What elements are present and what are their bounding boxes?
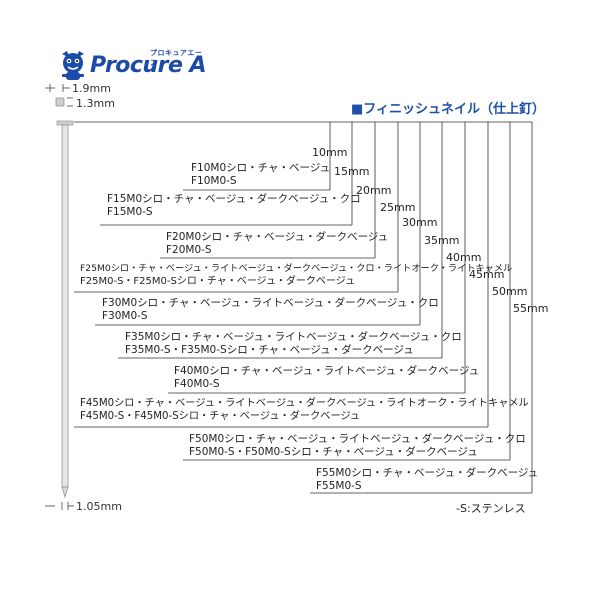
product-colors: F10M0シロ・チャ・ベージュ: [191, 162, 331, 174]
procure-a-logo: プロキュアエース Procure A: [58, 49, 208, 84]
length-label: 30mm: [402, 216, 438, 229]
product-colors: F40M0シロ・チャ・ベージュ・ライトベージュ・ダークベージュ: [174, 365, 480, 377]
product-colors: F55M0シロ・チャ・ベージュ・ダークベージュ: [316, 467, 539, 479]
tiger-mascot-icon: [62, 51, 84, 80]
length-label: 10mm: [312, 146, 348, 159]
product-f45: F45M0シロ・チャ・ベージュ・ライトベージュ・ダークベージュ・ライトオーク・ラ…: [80, 397, 529, 423]
product-code: F45M0-S・F45M0-Sシロ・チャ・ベージュ・ダークベージュ: [80, 411, 361, 422]
product-f20: F20M0シロ・チャ・ベージュ・ダークベージュ F20M0-S: [166, 231, 388, 257]
product-colors: F20M0シロ・チャ・ベージュ・ダークベージュ: [166, 231, 389, 243]
product-code: F15M0-S: [107, 206, 153, 218]
product-colors: F45M0シロ・チャ・ベージュ・ライトベージュ・ダークベージュ・ライトオーク・ラ…: [80, 398, 529, 409]
length-label: 20mm: [356, 184, 392, 197]
product-code: F35M0-S・F35M0-Sシロ・チャ・ベージュ・ダークベージュ: [125, 344, 414, 356]
product-code: F55M0-S: [316, 480, 362, 492]
product-code: F50M0-S・F50M0-Sシロ・チャ・ベージュ・ダークベージュ: [189, 446, 478, 458]
product-f40: F40M0シロ・チャ・ベージュ・ライトベージュ・ダークベージュ F40M0-S: [174, 365, 479, 391]
logo-ruby-text: プロキュアエース: [150, 49, 203, 67]
product-code: F40M0-S: [174, 378, 220, 390]
length-label: 40mm: [446, 251, 482, 264]
nail-head-detail: [55, 97, 65, 107]
length-label: 15mm: [334, 165, 370, 178]
length-label: 25mm: [380, 201, 416, 214]
product-f25: F25M0シロ・チャ・ベージュ・ライトベージュ・ダークベージュ・クロ・ライトオー…: [80, 262, 512, 288]
product-f55: F55M0シロ・チャ・ベージュ・ダークベージュ F55M0-S: [316, 467, 538, 493]
length-label: 50mm: [492, 285, 528, 298]
head-thickness-label: 1.3mm: [76, 97, 115, 110]
product-f15: F15M0シロ・チャ・ベージュ・ダークベージュ・クロ F15M0-S: [107, 193, 361, 219]
head-width-label: 1.9mm: [72, 82, 111, 95]
product-f50: F50M0シロ・チャ・ベージュ・ライトベージュ・ダークベージュ・クロ F50M0…: [189, 433, 526, 459]
product-code: F25M0-S・F25M0-Sシロ・チャ・ベージュ・ダークベージュ: [80, 276, 355, 287]
product-code: F20M0-S: [166, 244, 212, 256]
product-f10: F10M0シロ・チャ・ベージュ F10M0-S: [191, 162, 330, 188]
stainless-note: -S:ステンレス: [456, 502, 526, 515]
product-f30: F30M0シロ・チャ・ベージュ・ライトベージュ・ダークベージュ・クロ F30M0…: [102, 297, 439, 323]
product-colors: F35M0シロ・チャ・ベージュ・ライトベージュ・ダークベージュ・クロ: [125, 331, 462, 343]
product-colors: F25M0シロ・チャ・ベージュ・ライトベージュ・ダークベージュ・クロ・ライトオー…: [80, 263, 513, 274]
diagram-title: ■フィニッシュネイル（仕上釘）: [351, 102, 546, 117]
length-label: 45mm: [469, 268, 505, 281]
nail-shank: [61, 124, 69, 488]
nail-tip: [61, 486, 69, 499]
shank-diameter-label: 1.05mm: [76, 500, 122, 513]
product-colors: F15M0シロ・チャ・ベージュ・ダークベージュ・クロ: [107, 193, 361, 205]
nail-head: [56, 120, 74, 126]
logo-text: Procure A: [90, 53, 207, 78]
length-label: 35mm: [424, 234, 460, 247]
product-colors: F50M0シロ・チャ・ベージュ・ライトベージュ・ダークベージュ・クロ: [189, 433, 526, 445]
length-label: 55mm: [513, 302, 549, 315]
product-f35: F35M0シロ・チャ・ベージュ・ライトベージュ・ダークベージュ・クロ F35M0…: [125, 331, 462, 357]
product-colors: F30M0シロ・チャ・ベージュ・ライトベージュ・ダークベージュ・クロ: [102, 297, 439, 309]
product-code: F30M0-S: [102, 310, 148, 322]
product-code: F10M0-S: [191, 175, 237, 187]
